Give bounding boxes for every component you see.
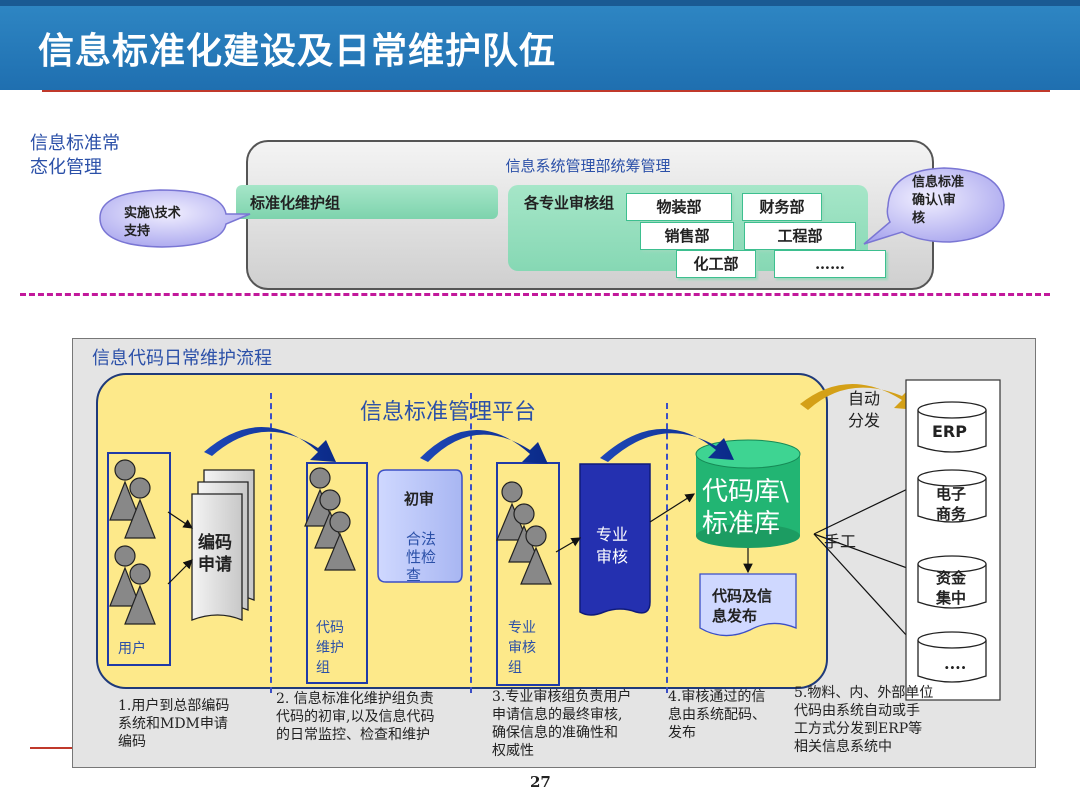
user-label: 用户 [118,641,146,657]
review-person-icons [496,481,552,585]
right-callout-bubble [863,167,1005,245]
right-callout-text: 信息标准 确认\审 核 [912,175,965,226]
manual-arrow-2 [813,533,920,574]
divider-2 [470,393,472,693]
arc-2 [420,429,548,464]
step-5-caption: 5.物料、内、外部单位 代码由系统自动或手 工方式分发到ERP等 相关信息系统中 [794,685,934,755]
platform-title: 信息标准管理平台 [360,400,537,425]
review-group-person-box [496,462,560,686]
initial-review-label: 初审 [404,490,435,508]
divider-3 [666,403,668,693]
title-top-stripe [0,0,1080,6]
dept-more: …… [774,250,886,278]
maint-group-label: 标准化维护组 [250,194,341,212]
dept-engineering: 工程部 [744,222,856,250]
code-request-label: 编码 申请 [198,533,232,575]
review-group-label: 各专业审核组 [524,194,615,212]
review-arrow [555,537,582,553]
left-callout-text: 实施\技术 支持 [124,206,181,239]
maint-group-person-label: 代码 维护 组 [316,620,344,676]
manual-arrow-3 [813,533,919,649]
to-library-arrow [649,493,696,523]
arc-1 [204,427,336,462]
page-title: 信息标准化建设及日常维护队伍 [38,31,557,72]
user-box [107,452,171,666]
publish-label: 代码及信 息发布 [712,587,773,625]
dept-finance: 财务部 [742,193,822,221]
manual-arrow-1 [813,483,920,535]
dept-chemical: 化工部 [676,250,756,278]
manual-label: 手工 [824,532,857,551]
step-3-caption: 3.专业审核组负责用户 申请信息的最终审核, 确保信息的准确性和 权威性 [492,689,632,759]
system-cylinders [917,401,987,683]
title-bar [0,0,1080,90]
user-person-icons [109,459,156,625]
arc-3 [600,428,734,462]
left-callout-bubble [99,189,251,248]
section-separator [20,293,1050,296]
user-to-request-arrow-2 [167,559,193,585]
process-frame-title: 信息代码日常维护流程 [92,348,272,369]
title-rule [42,90,1050,92]
code-request-docs [191,469,255,621]
step-2-caption: 2. 信息标准化维护组负责 代码的初审,以及信息代码 的日常监控、检查和维护 [276,691,435,743]
dept-sales: 销售部 [640,222,734,250]
system-erp: ERP [932,422,967,441]
dept-wuzhuang: 物装部 [626,193,732,221]
pro-review-label: 专业 审核 [596,525,629,566]
initial-review-scroll [377,469,463,583]
divider-1 [270,393,272,693]
step-4-caption: 4.审核通过的信 息由系统配码、 发布 [668,689,766,741]
auto-dist-label: 自动 分发 [848,389,881,430]
user-to-request-arrow [167,511,193,529]
step-1-caption: 1.用户到总部编码 系统和MDM申请 编码 [118,698,230,750]
system-more: .... [944,654,967,673]
system-ecommerce: 电子 商务 [936,485,967,523]
maint-group-box [236,185,498,219]
legality-check-label: 合法 性检 查 [406,530,437,584]
system-fund: 资金 集中 [936,569,967,607]
arc-auto [800,383,918,410]
maint-group-person-box [306,462,368,684]
pro-review-scroll [579,463,651,616]
page-number: 27 [530,773,551,791]
publish-doc [699,573,797,637]
pro-review-group-label: 专业 审核 组 [508,620,536,676]
code-library-label: 代码库\ 标准库 [702,477,789,539]
side-label: 信息标准常 态化管理 [30,133,120,178]
management-box-label: 信息系统管理部统筹管理 [505,157,671,175]
maint-person-icons [304,467,356,571]
